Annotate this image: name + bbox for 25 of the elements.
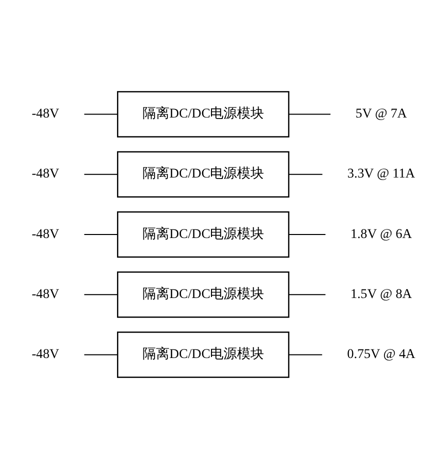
connector (84, 354, 118, 356)
node-box: 隔离DC/DC电源模块 (117, 151, 290, 198)
node-text: 5V @ 7A (356, 106, 407, 121)
connector (288, 294, 326, 296)
node-text: 1.5V @ 8A (350, 287, 412, 302)
node-box: 隔离DC/DC电源模块 (117, 332, 290, 378)
node-text: 1.8V @ 6A (350, 226, 412, 242)
connector (288, 354, 323, 356)
connector (84, 294, 118, 296)
connector (288, 114, 331, 115)
node-text: -48V (32, 287, 60, 302)
node-box: 隔离DC/DC电源模块 (117, 211, 290, 258)
connector (288, 234, 326, 235)
node-box: 隔离DC/DC电源模块 (117, 91, 290, 138)
connector (84, 174, 118, 175)
node-text: -48V (32, 347, 60, 362)
connector (288, 174, 323, 175)
node-text: 3.3V @ 11A (347, 166, 416, 182)
node-text: 0.75V @ 4A (347, 347, 416, 362)
node-text: -48V (32, 106, 60, 121)
connector (84, 114, 118, 115)
node-box: 隔离DC/DC电源模块 (117, 271, 290, 318)
node-text: -48V (32, 226, 60, 242)
connector (84, 234, 118, 235)
node-text: -48V (32, 166, 60, 182)
